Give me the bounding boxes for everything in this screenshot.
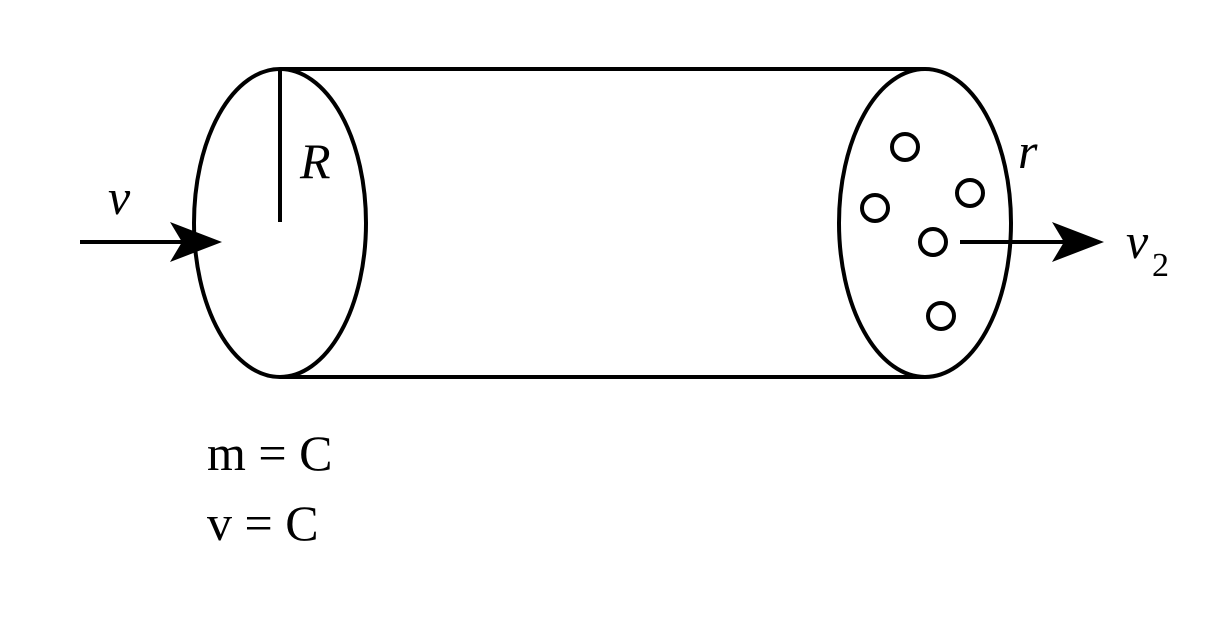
outlet-hole xyxy=(918,227,948,257)
outlet-hole xyxy=(955,178,985,208)
outlet-hole xyxy=(926,301,956,331)
velocity-conservation-equation: v = C xyxy=(207,495,319,551)
mass-conservation-equation: m = C xyxy=(207,425,332,481)
inlet-radius-label: R xyxy=(299,133,331,189)
outlet-velocity-label: v xyxy=(1126,213,1149,269)
outlet-cross-section xyxy=(837,67,1013,379)
outlet-velocity-subscript: 2 xyxy=(1152,247,1169,284)
inlet-velocity-label: v xyxy=(108,169,131,225)
outlet-arrowhead xyxy=(1052,222,1104,262)
inlet-arrowhead xyxy=(170,222,222,262)
outlet-hole xyxy=(890,132,920,162)
outlet-radius-label: r xyxy=(1018,123,1038,179)
outlet-hole xyxy=(860,193,890,223)
outlet-holes xyxy=(860,132,985,331)
